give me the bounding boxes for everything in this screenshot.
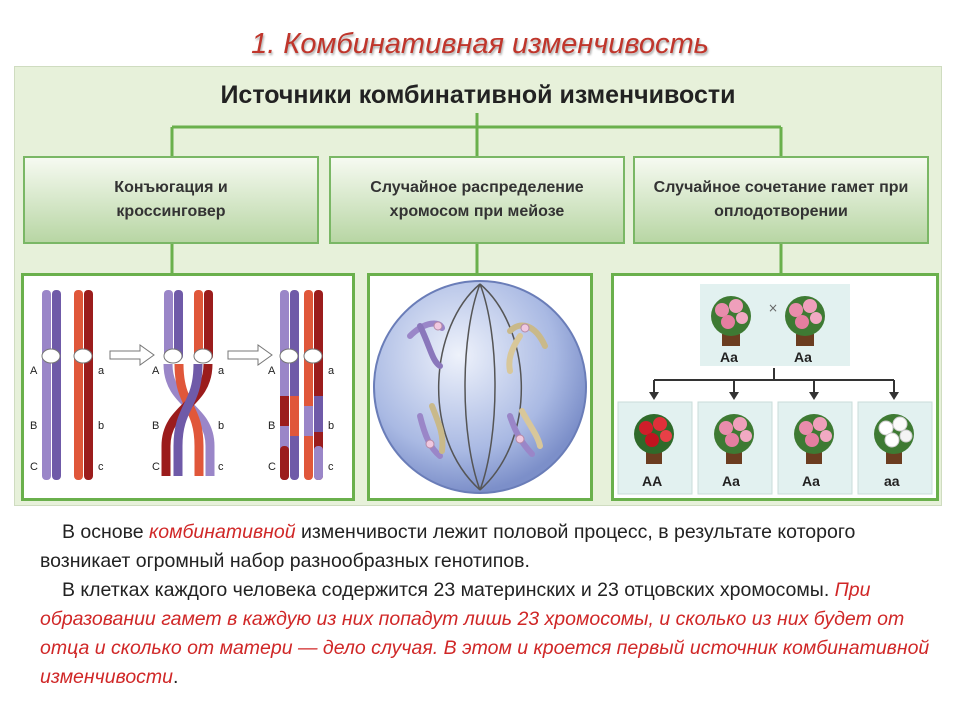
connector-lines (170, 113, 783, 273)
cell-body (373, 280, 587, 494)
parents-area: × Aa Aa (700, 284, 850, 366)
source-box-fertilization: Случайное сочетание гамет при оплодотвор… (633, 156, 929, 244)
text-span: . (173, 666, 179, 688)
flower-pink-icon (785, 296, 825, 346)
flower-white-icon (874, 414, 914, 464)
gene-label: b (328, 420, 334, 432)
slide-title: 1. Комбинативная изменчивость (251, 28, 709, 60)
parent-genotype: Aa (720, 349, 738, 365)
offspring-genotype: Aa (802, 473, 820, 489)
chromosome-pair-before (41, 290, 93, 480)
gene-label: c (98, 461, 104, 473)
parent-genotype: Aa (794, 349, 812, 365)
flower-pink-icon (714, 414, 754, 464)
gene-label: b (218, 420, 224, 432)
gene-label: A (152, 365, 160, 377)
diagram-title: Источники комбинативной изменчивости (220, 81, 736, 109)
gene-label: A (30, 365, 38, 377)
diagram: Источники комбинативной изменчивости Кон… (14, 66, 942, 506)
gene-label: a (98, 365, 105, 377)
gene-label: a (218, 365, 225, 377)
paragraph-2: В клетках каждого человека содержится 23… (40, 576, 940, 692)
gene-label: b (98, 420, 104, 432)
fertilization-panel: × Aa Aa (611, 273, 939, 501)
gene-label: c (328, 461, 334, 473)
gene-label: B (30, 420, 37, 432)
chromosome-pair-crossing (161, 290, 215, 476)
chromosome-pair-recombinant (279, 290, 323, 480)
source-box-meiosis: Случайное распределение хромосом при мей… (329, 156, 625, 244)
crossing-over-panel: A B C a b c A B C a (21, 273, 355, 501)
highlight-span: При образовании гамет в каждую из них по… (40, 579, 930, 688)
fertilization-illustration: × Aa Aa (617, 284, 933, 495)
source-box-conjugation: Конъюгация и кроссинговер (23, 156, 319, 244)
text-span: изменчивости лежит половой процесс, в ре… (40, 521, 856, 572)
text-span: В основе (62, 521, 150, 543)
gene-label: c (218, 461, 224, 473)
gene-label: C (30, 461, 38, 473)
meiosis-cell-illustration (373, 280, 587, 494)
gene-label: A (268, 365, 276, 377)
flower-red-icon (634, 414, 674, 464)
paragraph-1: В основе комбинативной изменчивости лежи… (40, 518, 940, 576)
meiosis-panel (367, 273, 593, 501)
explanation-text: В основе комбинативной изменчивости лежи… (40, 518, 940, 692)
source-label: Случайное сочетание гамет при оплодотвор… (653, 179, 909, 220)
inheritance-lines (653, 368, 895, 394)
flower-pink-icon (794, 414, 834, 464)
offspring-genotype: AA (642, 473, 662, 489)
flower-pink-icon (711, 296, 751, 346)
source-label: Случайное распределение хромосом при мей… (370, 179, 584, 220)
gene-label: B (268, 420, 275, 432)
offspring-genotype: Aa (722, 473, 740, 489)
spindle-fibers (437, 283, 523, 491)
crossing-over-illustration: A B C a b c A B C a (30, 290, 335, 480)
text-span: В клетках каждого человека содержится 23… (62, 579, 835, 601)
arrow-right-icon (227, 344, 273, 366)
gene-label: C (152, 461, 160, 473)
gene-label: a (328, 365, 335, 377)
offspring-genotype: aa (884, 473, 900, 489)
gene-label: C (268, 461, 276, 473)
highlight-span: комбинативной (149, 521, 296, 543)
cross-symbol: × (768, 301, 778, 315)
gene-label: B (152, 420, 159, 432)
arrow-right-icon (109, 344, 155, 366)
source-label: Конъюгация и кроссинговер (114, 179, 228, 220)
